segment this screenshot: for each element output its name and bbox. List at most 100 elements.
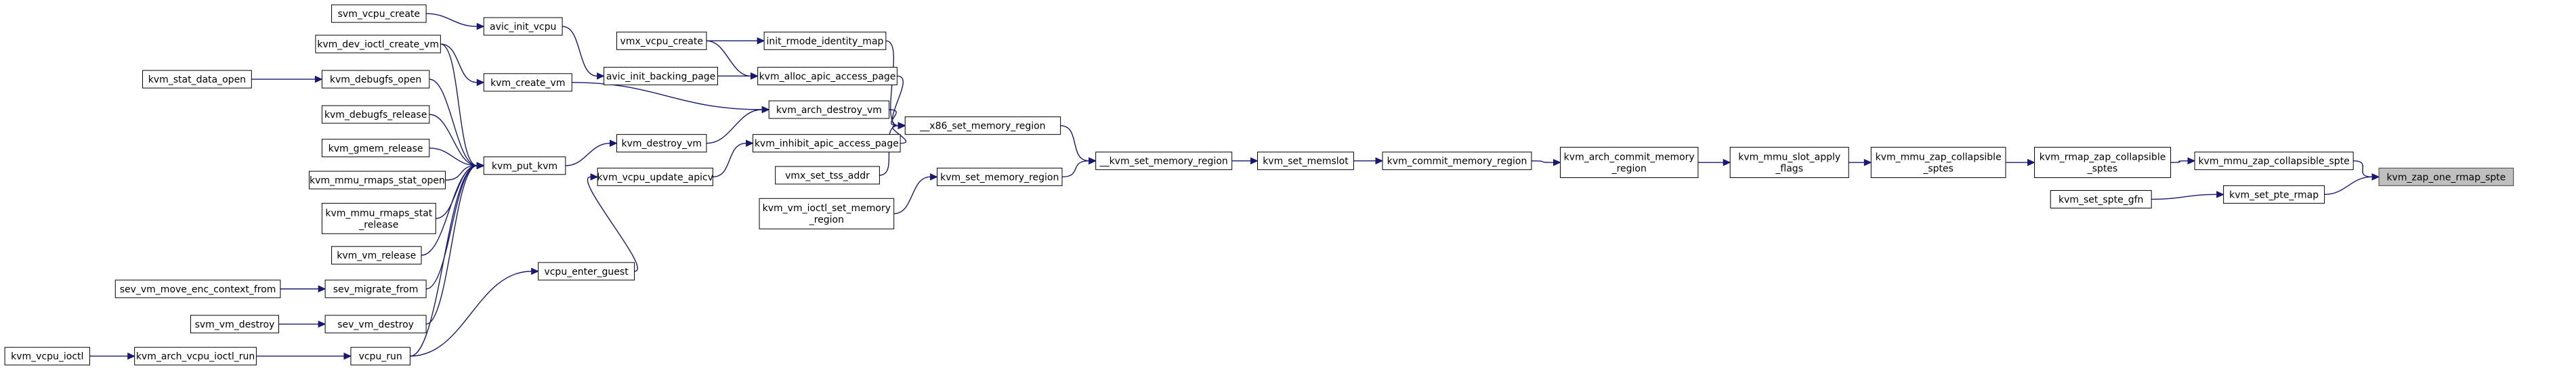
node-kvm-mmu-slot-apply-flags[interactable]: kvm_mmu_slot_apply_flags bbox=[1729, 147, 1849, 179]
node-box bbox=[324, 315, 427, 334]
node-label: sev_vm_move_enc_context_from bbox=[120, 284, 276, 295]
node-label: kvm_inhibit_apic_access_page bbox=[755, 139, 899, 150]
node-kvm-rmap-zap-collapsible-sptes[interactable]: kvm_rmap_zap_collapsible_sptes bbox=[2034, 147, 2172, 179]
node-kvm-inhibit-apic-access-page[interactable]: kvm_inhibit_apic_access_page bbox=[753, 134, 901, 153]
node-avic-init-vcpu[interactable]: avic_init_vcpu bbox=[483, 17, 563, 36]
node-kvm-mmu-rmaps-stat-release[interactable]: kvm_mmu_rmaps_stat_release bbox=[321, 202, 436, 234]
node-label: svm_vcpu_create bbox=[338, 9, 420, 20]
node-box bbox=[483, 73, 572, 92]
node-box bbox=[324, 280, 427, 298]
node-label: __kvm_set_memory_region bbox=[1099, 156, 1228, 167]
call-graph-edges bbox=[89, 13, 2380, 360]
node-label: kvm_zap_one_rmap_spte bbox=[2386, 172, 2506, 183]
node-vcpu-run[interactable]: vcpu_run bbox=[350, 347, 410, 365]
node-sev-vm-move-enc-context-from[interactable]: sev_vm_move_enc_context_from bbox=[114, 280, 281, 298]
edge-kvm-set-memory-region-to-kvm-set-memory-region-internal bbox=[1061, 160, 1089, 178]
node-kvm-vcpu-update-apicv[interactable]: kvm_vcpu_update_apicv bbox=[597, 167, 713, 186]
node-label: _flags bbox=[1775, 164, 1803, 175]
node-kvm-arch-commit-memory-region[interactable]: kvm_arch_commit_memory_region bbox=[1560, 147, 1699, 179]
node-label: kvm_mmu_zap_collapsible bbox=[1876, 152, 2002, 163]
node-kvm-dev-ioctl-create-vm[interactable]: kvm_dev_ioctl_create_vm bbox=[315, 35, 441, 53]
node-kvm-commit-memory-region[interactable]: kvm_commit_memory_region bbox=[1382, 152, 1532, 171]
node-kvm-zap-one-rmap-spte[interactable]: kvm_zap_one_rmap_spte bbox=[2378, 167, 2514, 186]
edge-kvm-put-kvm-to-kvm-destroy-vm bbox=[565, 142, 610, 166]
edge-arrowhead bbox=[761, 106, 770, 114]
edge-arrowhead bbox=[2216, 191, 2224, 198]
node-kvm-vcpu-ioctl[interactable]: kvm_vcpu_ioctl bbox=[4, 347, 90, 365]
node-kvm-set-memory-region[interactable]: kvm_set_memory_region bbox=[937, 167, 1063, 186]
node-kvm-stat-data-open[interactable]: kvm_stat_data_open bbox=[142, 70, 252, 89]
node-label: svm_vm_destroy bbox=[195, 319, 275, 330]
edge-arrowhead bbox=[476, 162, 485, 170]
edge-arrowhead bbox=[1089, 157, 1097, 164]
node-label: vcpu_run bbox=[359, 351, 402, 362]
edge-kvm-vm-ioctl-set-memory-region-to-kvm-set-memory-region bbox=[893, 176, 931, 215]
node-kvm-mmu-zap-collapsible-sptes[interactable]: kvm_mmu_zap_collapsible_sptes bbox=[1870, 147, 2006, 179]
node-kvm-vm-ioctl-set-memory-region[interactable]: kvm_vm_ioctl_set_memory_region bbox=[759, 198, 895, 229]
edge-arrowhead bbox=[610, 139, 618, 147]
edge-arrowhead bbox=[1723, 158, 1731, 166]
node-box bbox=[315, 35, 441, 53]
node-svm-vm-destroy[interactable]: svm_vm_destroy bbox=[190, 315, 280, 334]
node-kvm-set-spte-gfn[interactable]: kvm_set_spte_gfn bbox=[2050, 190, 2152, 208]
edge-arrowhead bbox=[590, 173, 599, 181]
node-kvm-destroy-vm[interactable]: kvm_destroy_vm bbox=[616, 134, 707, 153]
node-label: kvm_arch_vcpu_ioctl_run bbox=[136, 351, 255, 362]
node-kvm-gmem-release[interactable]: kvm_gmem_release bbox=[321, 139, 430, 158]
node-label: vmx_vcpu_create bbox=[620, 36, 703, 47]
node-kvm-arch-vcpu-ioctl-run[interactable]: kvm_arch_vcpu_ioctl_run bbox=[134, 347, 257, 365]
node-x86-set-memory-region[interactable]: __x86_set_memory_region bbox=[904, 116, 1061, 135]
edge-kvm-create-vm-to-kvm-arch-destroy-vm bbox=[572, 82, 763, 110]
node-vmx-set-tss-addr[interactable]: vmx_set_tss_addr bbox=[775, 166, 880, 185]
node-box bbox=[1382, 152, 1532, 171]
node-box bbox=[142, 70, 252, 89]
node-init-rmode-identity-map[interactable]: init_rmode_identity_map bbox=[763, 31, 887, 50]
node-avic-init-backing-page[interactable]: avic_init_backing_page bbox=[604, 66, 719, 85]
node-label: kvm_destroy_vm bbox=[621, 139, 702, 150]
node-kvm-set-memslot[interactable]: kvm_set_memslot bbox=[1257, 152, 1354, 171]
node-label: _sptes bbox=[2087, 164, 2118, 175]
edge-kvm-arch-destroy-vm-to-x86-set-memory-region bbox=[889, 109, 899, 127]
node-kvm-alloc-apic-access-page[interactable]: kvm_alloc_apic_access_page bbox=[757, 66, 898, 85]
edge-kvm-commit-memory-region-to-kvm-arch-commit-memory-region bbox=[1531, 160, 1554, 163]
node-kvm-mmu-zap-collapsible-spte[interactable]: kvm_mmu_zap_collapsible_spte bbox=[2194, 152, 2354, 171]
node-box bbox=[2050, 190, 2152, 208]
node-kvm-mmu-rmaps-stat-open[interactable]: kvm_mmu_rmaps_stat_open bbox=[308, 171, 446, 190]
node-box bbox=[134, 347, 257, 365]
edge-avic-init-vcpu-to-avic-init-backing-page bbox=[562, 26, 597, 77]
node-kvm-set-memory-region-internal[interactable]: __kvm_set_memory_region bbox=[1095, 152, 1233, 171]
node-label: kvm_vcpu_ioctl bbox=[11, 351, 83, 362]
edge-kvm-gmem-release-to-kvm-put-kvm bbox=[429, 148, 478, 166]
node-label: kvm_mmu_rmaps_stat_open bbox=[310, 175, 445, 186]
edge-kvm-debugfs-open-to-kvm-put-kvm bbox=[429, 79, 478, 166]
node-kvm-create-vm[interactable]: kvm_create_vm bbox=[483, 73, 572, 92]
edge-kvm-dev-ioctl-create-vm-to-kvm-create-vm bbox=[440, 43, 478, 83]
edge-arrowhead bbox=[476, 79, 485, 87]
node-kvm-debugfs-open[interactable]: kvm_debugfs_open bbox=[321, 70, 430, 89]
node-label: kvm_arch_destroy_vm bbox=[776, 105, 882, 116]
node-box bbox=[775, 166, 880, 185]
node-kvm-debugfs-release[interactable]: kvm_debugfs_release bbox=[321, 105, 430, 124]
node-box bbox=[2223, 185, 2325, 204]
node-label: kvm_dev_ioctl_create_vm bbox=[317, 39, 439, 50]
node-sev-vm-destroy[interactable]: sev_vm_destroy bbox=[324, 315, 427, 334]
node-box bbox=[904, 116, 1061, 135]
node-kvm-arch-destroy-vm[interactable]: kvm_arch_destroy_vm bbox=[768, 100, 890, 119]
node-box bbox=[597, 167, 713, 186]
node-vcpu-enter-guest[interactable]: vcpu_enter_guest bbox=[538, 262, 635, 281]
node-label: _region bbox=[809, 215, 844, 225]
node-sev-migrate-from[interactable]: sev_migrate_from bbox=[324, 280, 427, 298]
node-kvm-set-pte-rmap[interactable]: kvm_set_pte_rmap bbox=[2223, 185, 2325, 204]
node-vmx-vcpu-create[interactable]: vmx_vcpu_create bbox=[616, 31, 707, 50]
node-svm-vcpu-create[interactable]: svm_vcpu_create bbox=[331, 4, 427, 23]
node-kvm-vm-release[interactable]: kvm_vm_release bbox=[331, 246, 422, 265]
edge-arrowhead bbox=[751, 72, 759, 80]
node-label: kvm_mmu_rmaps_stat bbox=[325, 208, 432, 219]
node-label: kvm_mmu_slot_apply bbox=[1738, 152, 1840, 163]
node-label: kvm_set_memslot bbox=[1263, 156, 1349, 167]
edge-vmx-vcpu-create-to-kvm-alloc-apic-access-page bbox=[706, 40, 751, 77]
node-label: kvm_vm_release bbox=[337, 250, 416, 261]
edge-vcpu-run-to-kvm-put-kvm bbox=[410, 165, 478, 357]
node-kvm-put-kvm[interactable]: kvm_put_kvm bbox=[483, 156, 566, 175]
